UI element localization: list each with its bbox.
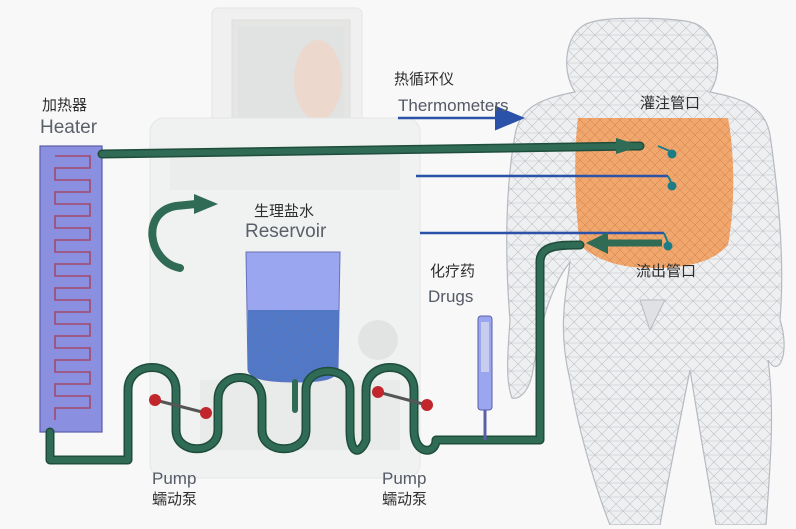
heater-label-cn: 加热器 — [42, 96, 88, 114]
pump-2-rotor — [372, 386, 433, 411]
inflow-port-label: 灌注管口 — [640, 94, 701, 112]
pump-2-label-en: Pump — [382, 469, 427, 488]
inflow-arrow — [616, 138, 642, 154]
perfusion-machine — [149, 7, 421, 479]
outflow-port-label: 流出管口 — [636, 262, 697, 280]
thermometers-label-cn: 热循环仪 — [394, 70, 455, 88]
pump-1-label-cn: 蠕动泵 — [152, 490, 198, 508]
circulation-arrow — [148, 200, 200, 272]
drugs-label-en: Drugs — [428, 287, 474, 306]
reservoir-label-cn: 生理盐水 — [254, 202, 315, 220]
pump-1-label-en: Pump — [152, 469, 197, 488]
thermometers-label-en: Thermometers — [398, 96, 509, 115]
reservoir-label-en: Reservoir — [245, 221, 327, 242]
tubing-circuit — [45, 141, 645, 465]
probe-points — [657, 145, 677, 251]
outflow-arrow — [586, 232, 608, 254]
drug-syringe — [477, 315, 493, 440]
pump-2-label-cn: 蠕动泵 — [382, 490, 428, 508]
pump-1-rotor — [149, 394, 212, 419]
drugs-label-cn: 化疗药 — [430, 262, 476, 280]
heater-unit — [39, 145, 103, 433]
thermometer-lines — [398, 105, 668, 235]
reservoir-bag — [245, 251, 341, 383]
heater-label-en: Heater — [40, 117, 98, 138]
